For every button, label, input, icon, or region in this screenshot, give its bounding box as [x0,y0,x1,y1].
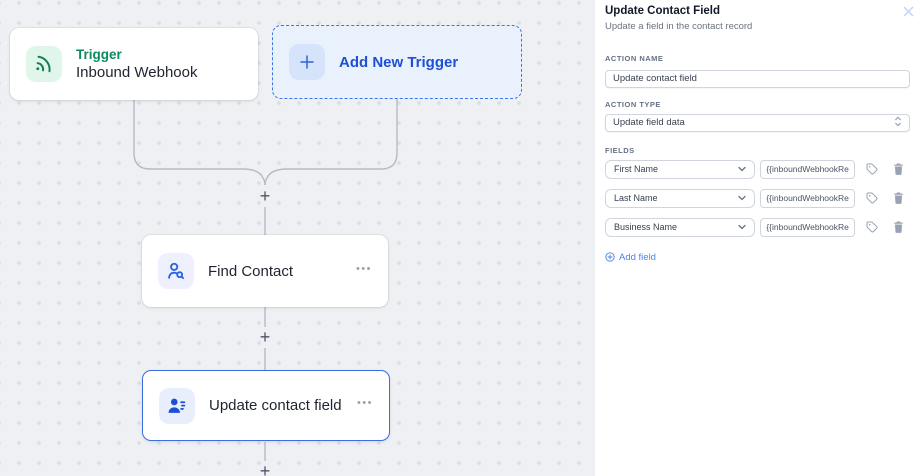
more-options-icon[interactable]: ••• [356,397,373,409]
tag-icon[interactable] [861,218,883,237]
trigger-node-title: Inbound Webhook [76,64,198,81]
field-name-value: Last Name [614,193,658,203]
chevron-down-icon [738,166,746,172]
field-row: Business Name [605,217,910,237]
webhook-icon [26,46,62,82]
chevron-down-icon [738,195,746,201]
fields-label: FIELDS [605,145,635,155]
action-name-input[interactable] [605,69,910,88]
field-value-input[interactable] [760,159,856,179]
chevron-down-icon [738,224,746,230]
panel-title: Update Contact Field [605,5,721,17]
action-type-label: ACTION TYPE [605,99,661,109]
field-name-value: First Name [614,164,659,174]
tag-icon[interactable] [861,160,883,179]
find-contact-node[interactable]: Find Contact ••• [142,235,388,307]
circle-plus-icon [605,252,615,262]
action-settings-panel: Update Contact Field Update a field in t… [594,0,920,476]
field-row: First Name [605,159,910,179]
workflow-canvas[interactable]: Trigger Inbound Webhook Add New Trigger … [0,0,594,476]
contact-search-icon [158,253,194,289]
contact-details-icon [159,387,195,424]
field-name-value: Business Name [614,222,678,232]
action-type-select[interactable]: Update field data [605,113,910,132]
close-icon[interactable] [901,4,915,18]
field-value-input[interactable] [760,188,856,208]
stepper-icon [894,116,902,130]
more-options-icon[interactable]: ••• [355,262,372,275]
update-contact-field-node[interactable]: Update contact field ••• [142,370,390,441]
add-step-button-1[interactable]: + [255,186,275,206]
field-row: Last Name [605,188,910,208]
add-field-button[interactable]: Add field [605,252,656,263]
find-contact-title: Find Contact [208,262,294,280]
add-step-button-2[interactable]: + [255,327,275,347]
trash-icon[interactable] [888,160,910,179]
tag-icon[interactable] [861,189,883,208]
trash-icon[interactable] [888,218,910,237]
trigger-node-text: Trigger Inbound Webhook [76,47,198,81]
update-contact-title: Update contact field [209,397,342,414]
field-name-select[interactable]: Last Name [605,188,755,208]
add-field-label: Add field [619,251,656,263]
action-name-label: ACTION NAME [605,54,664,63]
add-new-trigger-label: Add New Trigger [339,53,459,71]
trigger-node-inbound-webhook[interactable]: Trigger Inbound Webhook [10,28,258,100]
trigger-type-label: Trigger [76,47,122,62]
field-value-input[interactable] [760,217,856,237]
trash-icon[interactable] [888,189,910,208]
add-step-button-3[interactable]: + [255,461,275,476]
panel-subtitle: Update a field in the contact record [605,21,753,32]
field-name-select[interactable]: Business Name [605,217,755,237]
add-new-trigger-button[interactable]: Add New Trigger [272,25,522,99]
field-name-select[interactable]: First Name [605,159,755,179]
action-type-value: Update field data [613,117,685,128]
plus-icon [289,44,325,80]
